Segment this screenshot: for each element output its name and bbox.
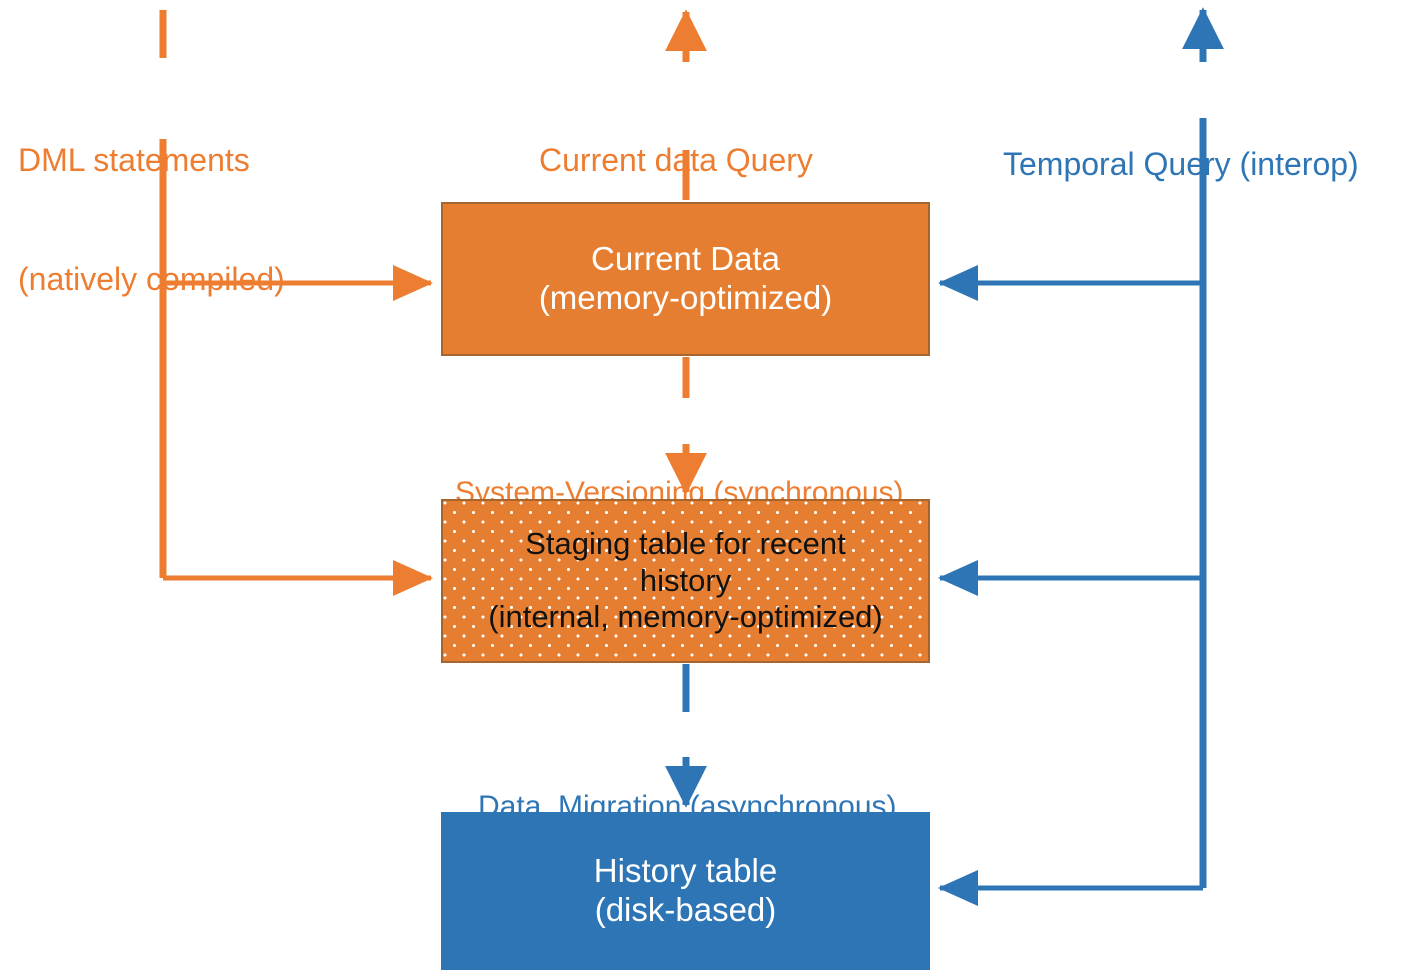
node-history-table-line1: History table xyxy=(593,852,778,890)
label-temporal-query: Temporal Query (interop) xyxy=(1003,66,1359,264)
label-dml-statements-line1: DML statements xyxy=(18,142,250,179)
label-temporal-query-line1: Temporal Query (interop) xyxy=(1003,146,1359,183)
node-history-table-line2: (disk-based) xyxy=(594,891,777,928)
node-current-data-line1: Current Data xyxy=(591,240,780,278)
node-staging-table-line3: (internal, memory-optimized) xyxy=(488,599,883,635)
node-current-data: Current Data (memory-optimized) xyxy=(441,202,930,356)
label-current-data-query-line1: Current data Query xyxy=(539,142,813,179)
node-staging-table: Staging table for recent history (intern… xyxy=(441,499,930,663)
node-staging-table-line1: Staging table for recent xyxy=(525,526,846,562)
node-staging-table-line2: history xyxy=(639,562,732,598)
node-current-data-line2: (memory-optimized) xyxy=(538,279,833,316)
label-dml-statements: DML statements (natively compiled) xyxy=(18,62,285,379)
label-dml-statements-line2: (natively compiled) xyxy=(18,261,285,298)
node-history-table: History table (disk-based) xyxy=(441,812,930,970)
